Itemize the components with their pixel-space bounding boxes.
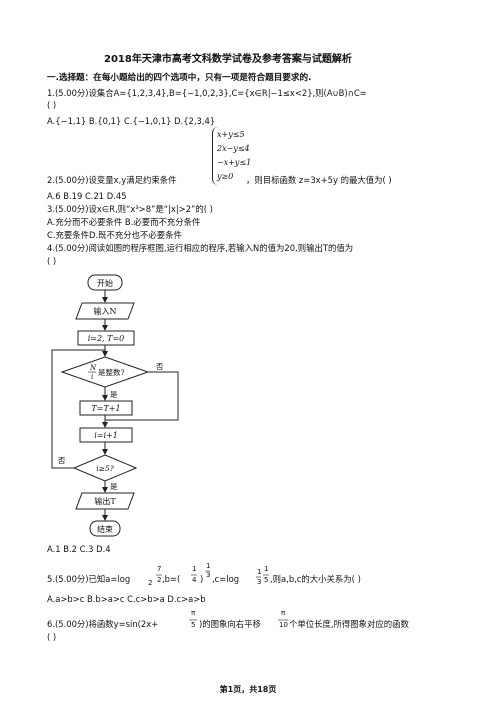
q3-options-cd: C.充要条件D.既不充分也不必要条件 xyxy=(47,230,182,240)
flow-yes2-label: 是 xyxy=(110,482,118,491)
flow-input-node xyxy=(75,302,135,320)
q5-c-arg-bot: 5 xyxy=(264,576,269,584)
q5-b-base-bot: 4 xyxy=(192,576,197,584)
q4-options: A.1 B.2 C.3 D.4 xyxy=(47,544,111,554)
q6-stem-b: )的图象向右平移 xyxy=(199,619,261,629)
flow-cond1-label: 是整数? xyxy=(98,367,125,377)
flow-no1-label: 否 xyxy=(156,362,164,371)
flow-cond1-denominator: i xyxy=(91,373,93,381)
q2-options: A.6 B.19 C.21 D.45 xyxy=(47,191,127,201)
q6-pi2-top: π xyxy=(281,609,286,617)
q5-tail: ,则a,b,c的大小关系为( ) xyxy=(270,574,361,584)
q1-stem: 1.(5.00分)设集合A={1,2,3,4},B={−1,0,2,3},C={… xyxy=(47,88,367,98)
q2-constraint-2: 2x−y≤4 xyxy=(217,144,250,153)
q5-c-arg-top: 1 xyxy=(264,565,269,573)
q5-b-text: ,b=( xyxy=(162,574,181,584)
flow-cond1-numerator: N xyxy=(89,364,97,372)
q1-options: A.{−1,1} B.{0,1} C.{−1,0,1} D.{2,3,4} xyxy=(47,116,216,126)
flow-no2-label: 否 xyxy=(58,456,66,465)
q6-stem-c: 个单位长度,所得图象对应的函数 xyxy=(289,619,409,629)
q6-stem-a: 6.(5.00分)将函数y=sin(2x+ xyxy=(47,619,159,629)
q4-stem: 4.(5.00分)阅读如图的程序框图,运行相应的程序,若输入N的值为20,则输出… xyxy=(47,243,354,253)
q5-b-exp-bot: 3 xyxy=(206,571,211,579)
flow-output-label: 输出T xyxy=(94,496,116,506)
flow-end-label: 结束 xyxy=(97,524,113,534)
q2-constraint-1: x+y≤5 xyxy=(217,130,245,139)
q2-stem: 2.(5.00分)设变量x,y满足约束条件 xyxy=(47,175,177,185)
q2-constraint-4: y≥0 xyxy=(217,172,234,181)
flow-start-label: 开始 xyxy=(97,278,113,288)
flow-output-node xyxy=(75,492,135,510)
q5-c-text: ,c=log xyxy=(212,574,240,584)
flow-update-i-label: i=i+1 xyxy=(94,431,118,440)
q6-pi2-bot: 10 xyxy=(279,621,288,629)
flow-end-node xyxy=(89,520,121,537)
q5-prefix: 5.(5.00分)已知a=log xyxy=(47,574,131,584)
flow-input-label: 输入N xyxy=(94,306,117,316)
page-footer: 第1页，共18页 xyxy=(219,685,277,694)
flow-update-t-node xyxy=(79,400,133,416)
program-flowchart: 开始 输入N i=2, T=0 N i 是整数? 是 否 T=T+1 i=i+1… xyxy=(51,274,179,537)
q5-a-arg-top: 7 xyxy=(157,565,162,573)
q6-paren: ( ) xyxy=(47,632,57,642)
flow-init-label: i=2, T=0 xyxy=(88,334,125,343)
q6-pi1-top: π xyxy=(191,609,196,617)
flow-update-i-node xyxy=(79,427,133,443)
q5-a-base: 2 xyxy=(148,579,153,587)
q5-c-base-bot: 3 xyxy=(257,578,262,586)
q6-pi1-bot: 5 xyxy=(191,621,196,629)
q5-a-arg-bot: 2 xyxy=(157,576,162,584)
q2-constraint-system: x+y≤5 2x−y≤4 −x+y≤1 y≥0 xyxy=(212,127,273,185)
section-heading: 一.选择题：在每小题给出的四个选项中，只有一项是符合题目要求的. xyxy=(47,73,312,83)
q3-options-ab: A.充分而不必要条件 B.必要而不充分条件 xyxy=(47,217,201,227)
q2-constraint-3: −x+y≤1 xyxy=(217,158,252,167)
q5-c-base-top: 1 xyxy=(257,568,262,576)
flow-cond2-label: i≥5? xyxy=(96,464,114,473)
flow-init-node xyxy=(77,330,135,346)
q5-b-base-top: 1 xyxy=(192,565,197,573)
q4-paren: ( ) xyxy=(47,256,57,266)
flow-yes1-label: 是 xyxy=(110,390,118,399)
q2-stem-tail: ，则目标函数 z=3x+5y 的最大值为( ) xyxy=(246,175,392,185)
flow-update-t-label: T=T+1 xyxy=(91,404,120,413)
q5-b-exp-top: 1 xyxy=(206,562,211,570)
q3-stem: 3.(5.00分)设x∈R,则“x³>8”是“|x|>2”的( ) xyxy=(47,204,213,214)
q1-paren: ( ) xyxy=(47,100,57,110)
document-title: 2018年天津市高考文科数学试卷及参考答案与试题解析 xyxy=(104,54,352,65)
q5-b-close: ) xyxy=(200,574,204,584)
q5-options: A.a>b>c B.b>a>c C.c>b>a D.c>a>b xyxy=(47,594,206,604)
